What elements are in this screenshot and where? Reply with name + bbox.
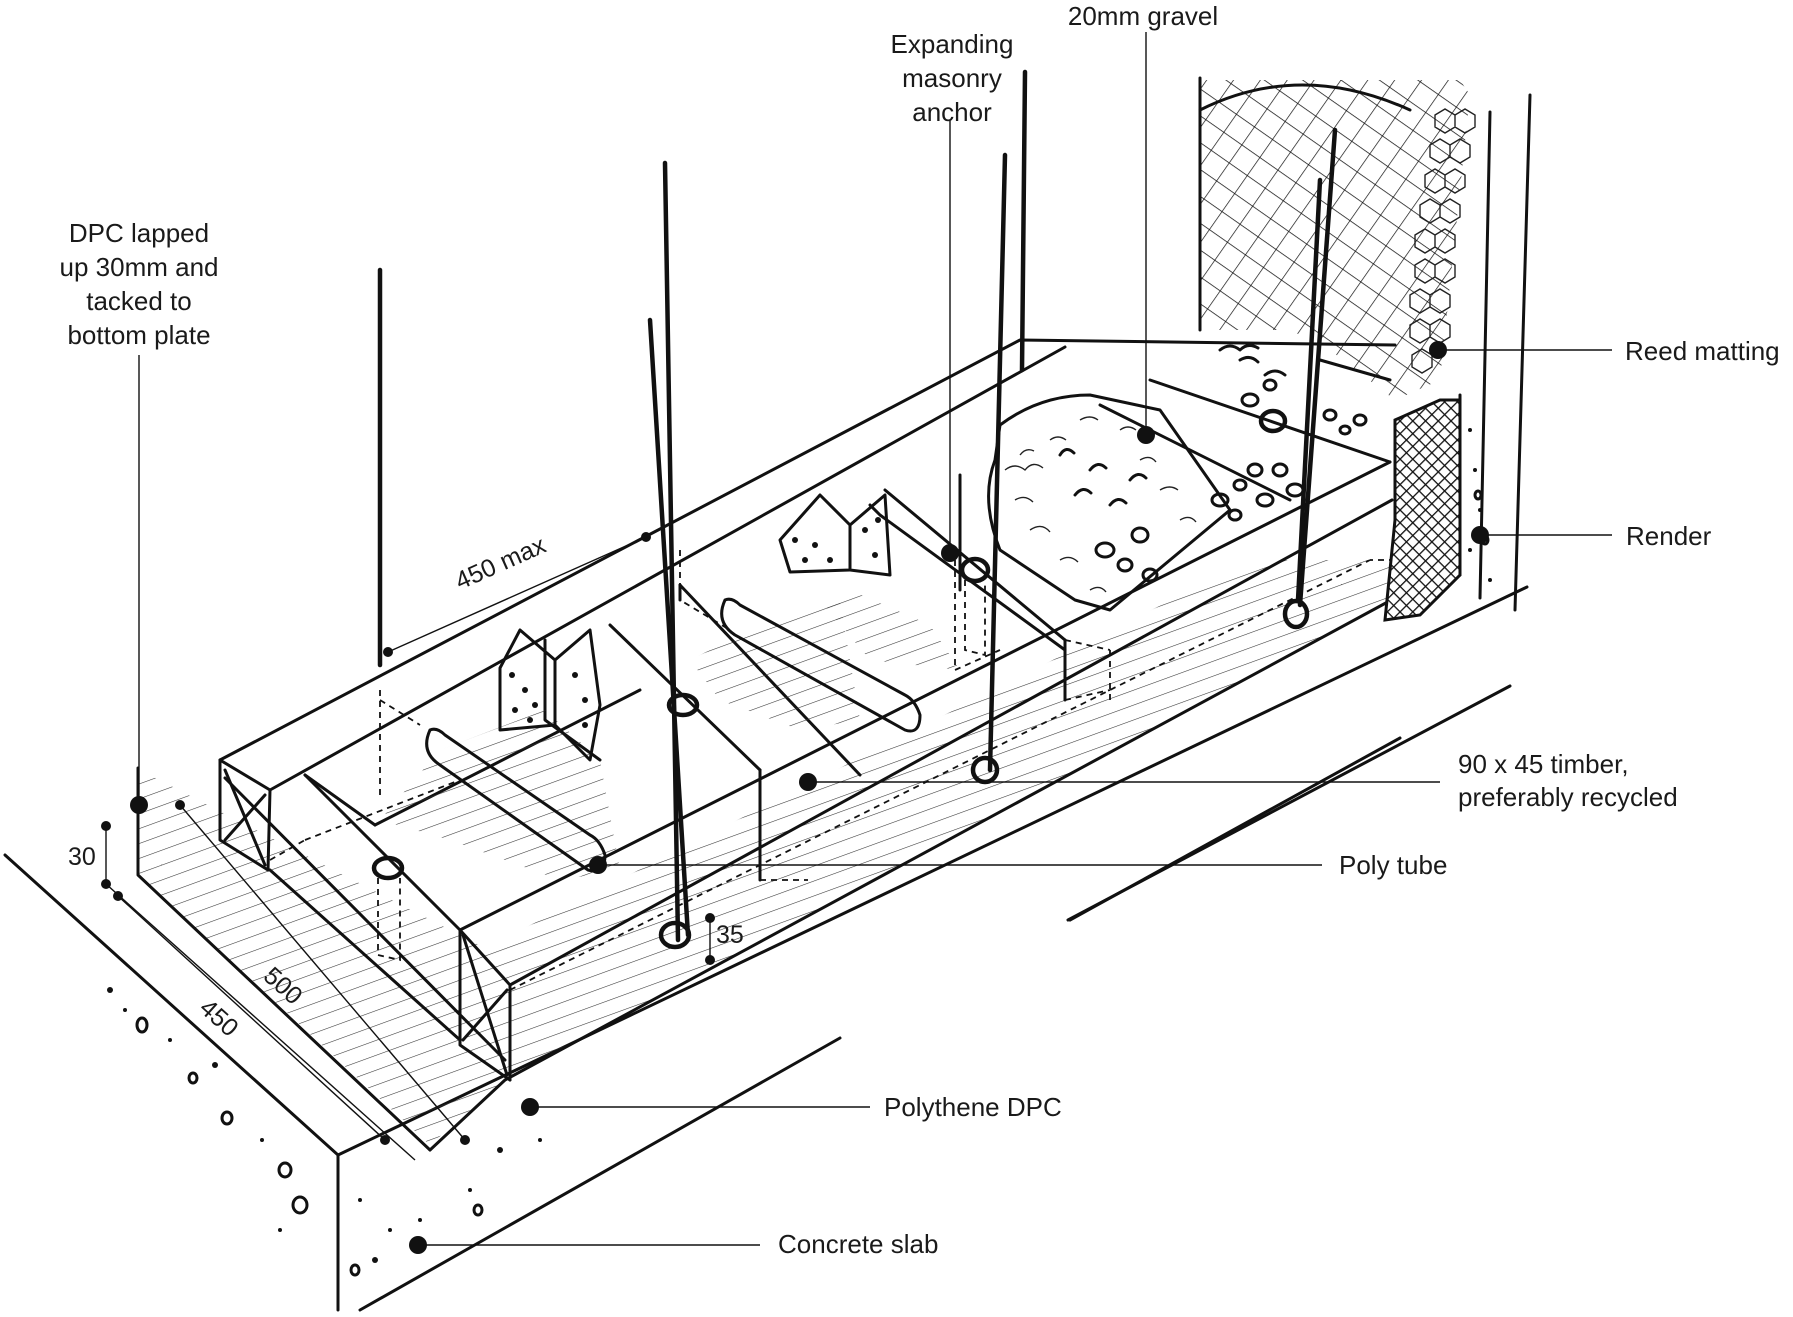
label-gravel: 20mm gravel: [1068, 1, 1218, 31]
label-expanding-anchor-line2: masonry: [902, 63, 1002, 93]
anchor-bolts: [371, 408, 1310, 962]
label-polythene-dpc: Polythene DPC: [884, 1092, 1062, 1122]
label-concrete-slab: Concrete slab: [778, 1229, 938, 1259]
gravel-fill: [987, 343, 1368, 612]
label-timber-line1: 90 x 45 timber,: [1458, 749, 1629, 779]
chicken-wire: [1409, 108, 1476, 374]
trough-hatching: [380, 590, 960, 880]
dim-dpc-lap: 30: [68, 843, 96, 871]
concrete-slab: [3, 585, 1529, 1312]
label-reed-matting: Reed matting: [1625, 336, 1780, 366]
leaders: [130, 32, 1612, 1254]
reed-matting: [1198, 76, 1470, 400]
dimension-lines: [101, 532, 715, 1161]
label-timber-line2: preferably recycled: [1458, 782, 1678, 812]
label-expanding-anchor-line3: anchor: [912, 97, 992, 127]
timber-frame: [218, 338, 1397, 1082]
poly-tubes: [425, 597, 922, 873]
label-poly-tube: Poly tube: [1339, 850, 1447, 880]
callout-labels: DPC lapped up 30mm and tacked to bottom …: [60, 1, 1780, 1259]
label-dpc-lapped-line3: tacked to: [86, 286, 192, 316]
label-render: Render: [1626, 521, 1712, 551]
gusset-plates: [498, 493, 892, 762]
slab-aggregate: [107, 987, 542, 1277]
label-dpc-lapped-line2: up 30mm and: [60, 252, 219, 282]
vertical-rods: [377, 69, 1338, 943]
label-dpc-lapped-line4: bottom plate: [67, 320, 210, 350]
render-wall: [1383, 93, 1532, 622]
label-dpc-lapped-line1: DPC lapped: [69, 218, 209, 248]
dim-tube-height: 35: [716, 921, 744, 949]
label-expanding-anchor-line1: Expanding: [891, 29, 1014, 59]
